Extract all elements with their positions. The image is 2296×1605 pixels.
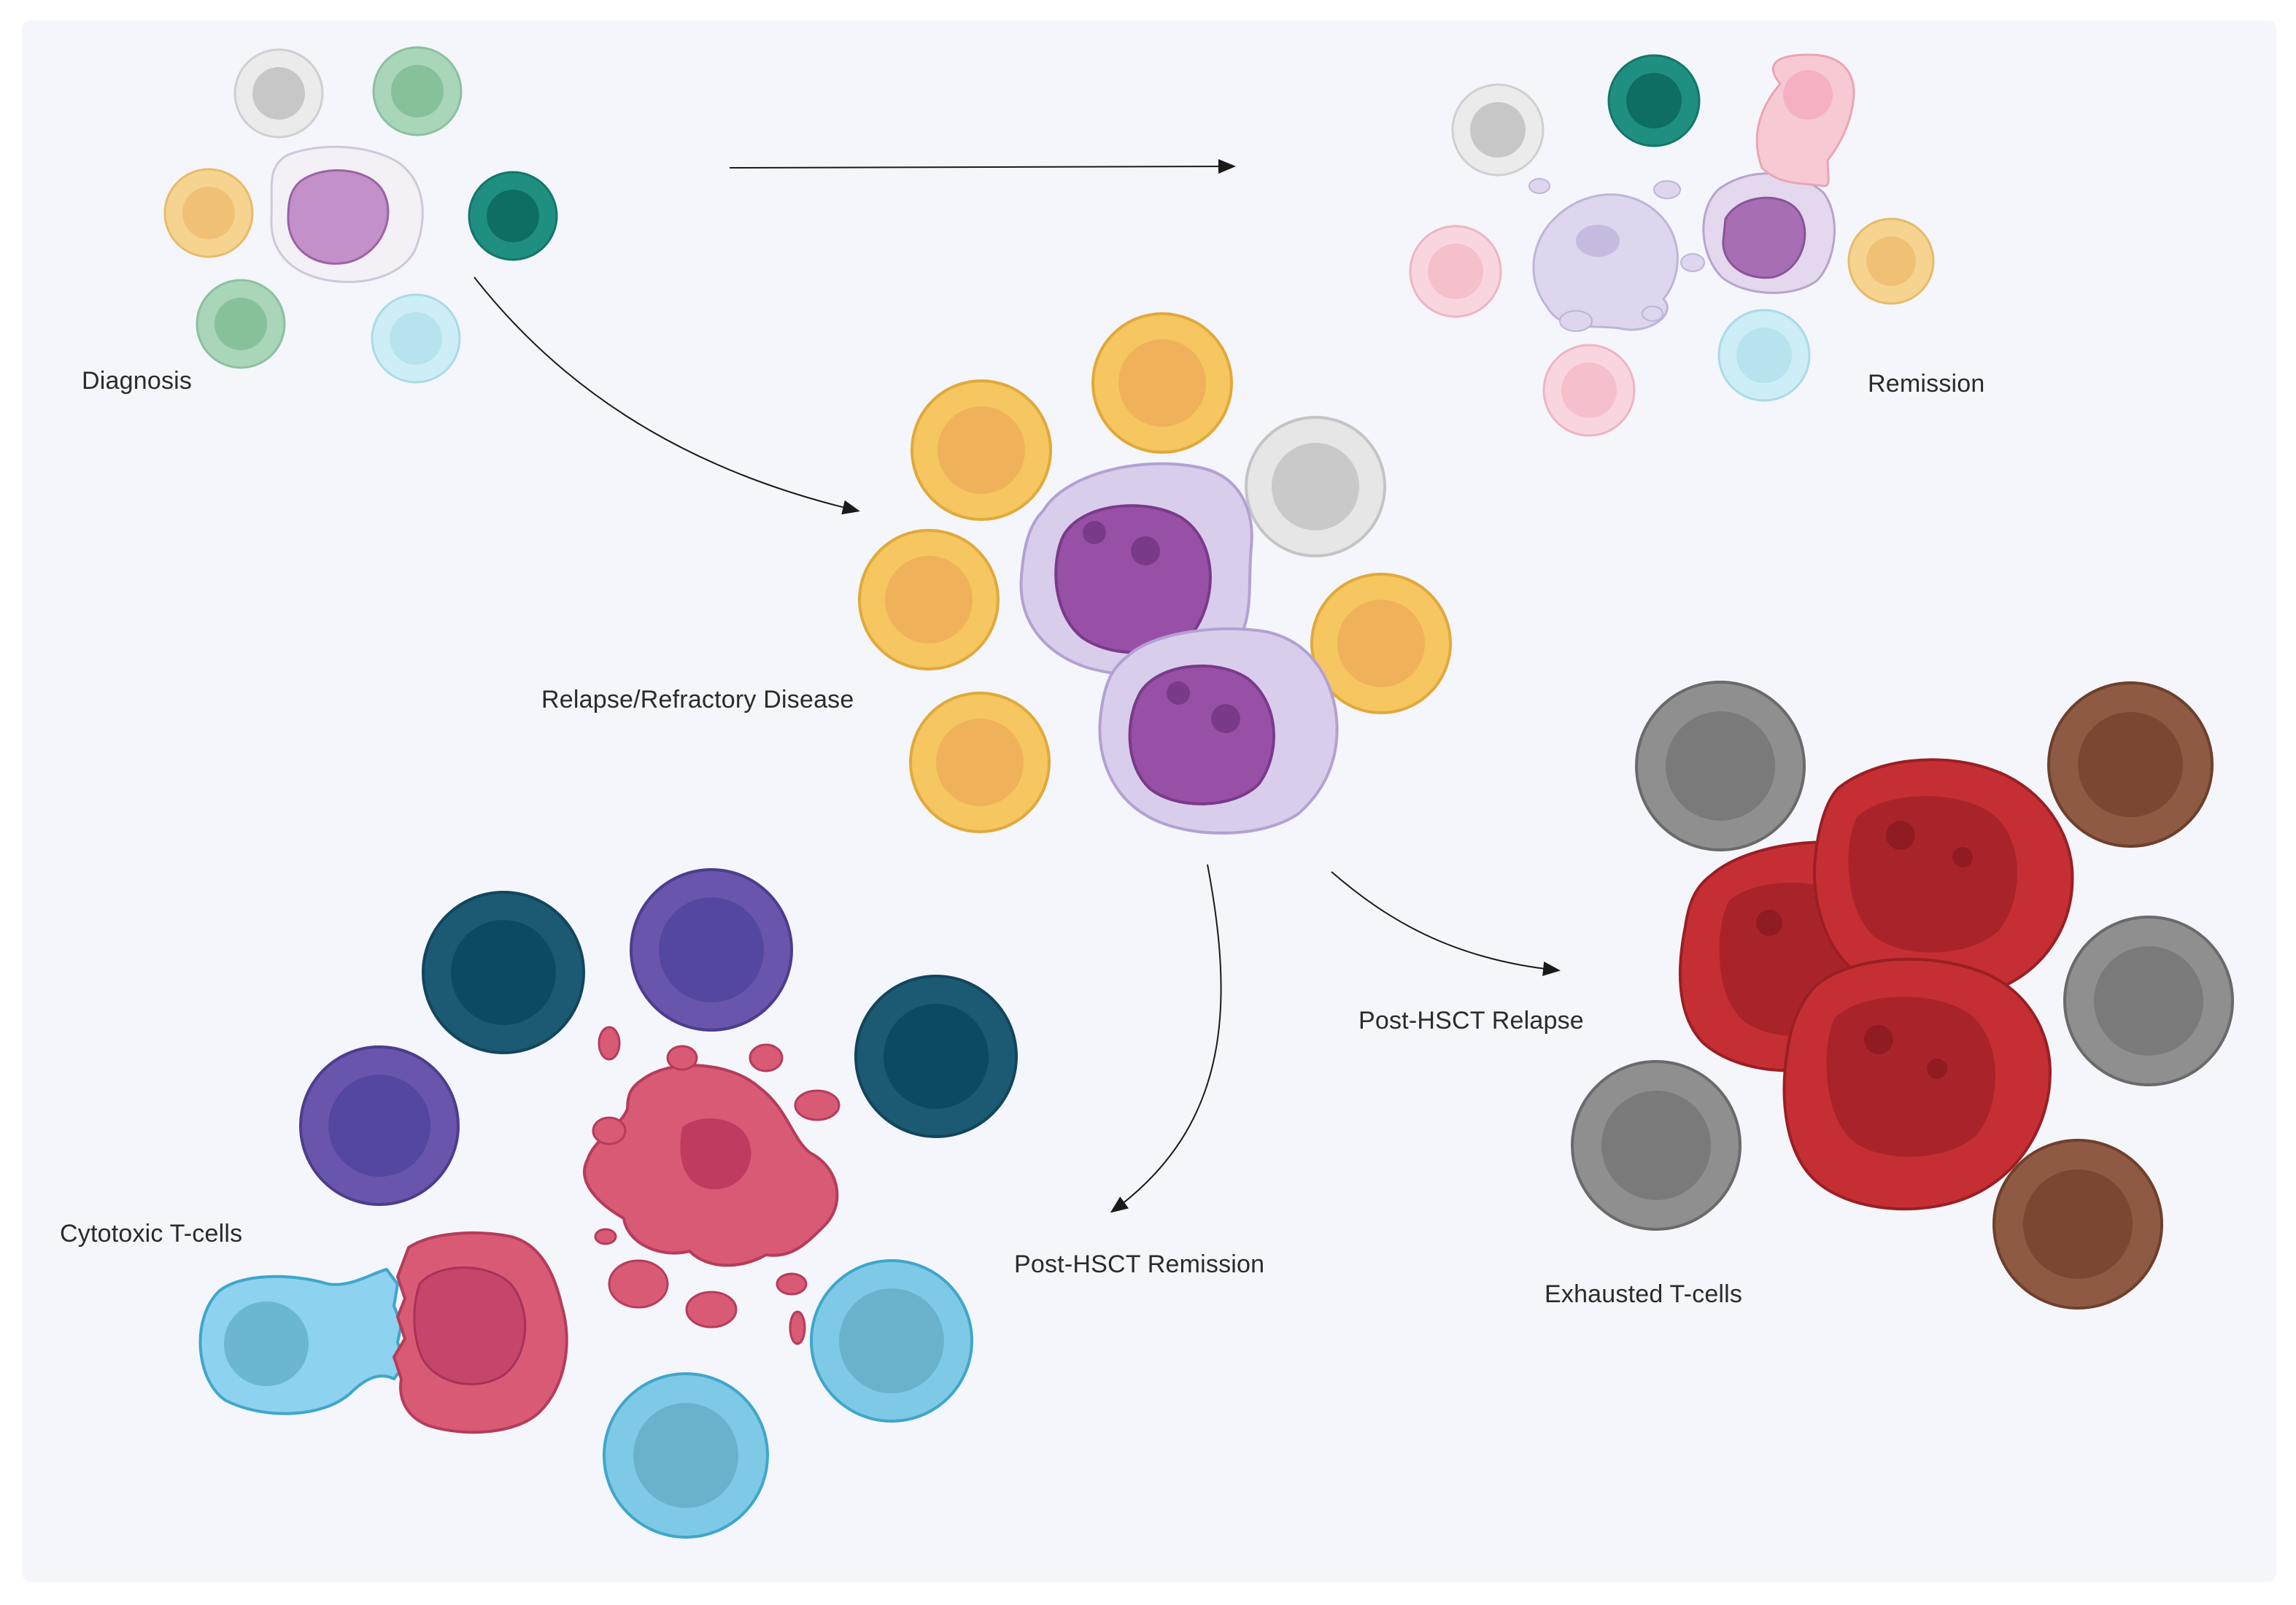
remission-blast-cell [1702, 172, 1836, 294]
exhausted-blast-cell-2 [1813, 758, 2074, 999]
label-cytotoxic-tcells: Cytotoxic T-cells [60, 1220, 243, 1248]
exhausted-cluster [1571, 681, 2234, 1310]
diagnosis-normal-cell-lightblue [371, 293, 461, 384]
diagnosis-normal-cell-yellow [163, 168, 254, 258]
exhausted-tcell-brown-2 [1992, 1139, 2163, 1310]
diagnosis-blast-cell [270, 145, 424, 284]
arrow-diagnosis-to-relapse [473, 276, 860, 515]
cytotoxic-tcell-attacking [198, 1267, 407, 1415]
remission-normal-cell-lightblue [1717, 309, 1811, 402]
diagnosis-normal-cell-green [372, 46, 463, 136]
relapse-normal-cell-yellow-3 [858, 529, 1000, 670]
label-remission: Remission [1868, 370, 1985, 398]
label-relapse-refractory: Relapse/Refractory Disease [541, 686, 854, 713]
exhausted-blast-cell-3 [1782, 957, 2052, 1211]
cytotoxic-tcell-darkteal-1 [422, 891, 585, 1054]
relapse-normal-cell-yellow-2 [1091, 312, 1233, 454]
diagnosis-normal-cell-teal [468, 171, 558, 261]
relapse-normal-cell-gray [1245, 416, 1386, 557]
cytotoxic-tcell-purple-1 [630, 868, 793, 1032]
arrow-relapse-to-post-hsct-relapse [1331, 871, 1561, 976]
cytotoxic-tcell-lightblue-1 [810, 1259, 973, 1423]
arrow-relapse-to-post-hsct-remission [1110, 864, 1222, 1213]
label-exhausted-tcells: Exhausted T-cells [1545, 1280, 1743, 1308]
diagnosis-normal-cell-green-2 [196, 279, 286, 369]
arrows [473, 159, 1561, 1213]
exhausted-tcell-gray-1 [1635, 681, 1806, 851]
exhausted-tcell-brown-1 [2047, 681, 2214, 848]
cytotoxic-apoptotic-blast [583, 1026, 840, 1345]
relapse-blast-cell-1 [1019, 462, 1253, 678]
remission-tcell-pink [1755, 53, 1855, 187]
label-diagnosis: Diagnosis [82, 367, 193, 395]
remission-fragmented-blast [1528, 178, 1705, 332]
cytotoxic-cluster [198, 868, 1018, 1539]
remission-cluster [1409, 53, 1935, 437]
remission-normal-cell-pink [1409, 225, 1502, 318]
diagnosis-normal-cell-gray [233, 48, 324, 139]
relapse-normal-cell-yellow-5 [909, 692, 1051, 833]
arrow-diagnosis-to-remission [729, 159, 1236, 174]
cytotoxic-tcell-lightblue-2 [603, 1372, 769, 1539]
exhausted-tcell-gray-2 [2063, 916, 2234, 1086]
cytotoxic-tcell-purple-2 [299, 1045, 460, 1206]
remission-normal-cell-teal [1607, 54, 1701, 147]
relapse-cluster [858, 312, 1452, 835]
remission-normal-cell-yellow [1847, 217, 1935, 305]
relapse-normal-cell-yellow-4 [1310, 573, 1452, 714]
label-post-hsct-remission: Post-HSCT Remission [1014, 1250, 1265, 1278]
label-post-hsct-relapse: Post-HSCT Relapse [1358, 1007, 1584, 1034]
relapse-normal-cell-yellow-1 [911, 379, 1052, 521]
diagnosis-cluster [163, 46, 558, 384]
remission-normal-cell-pink-2 [1542, 344, 1636, 437]
remission-normal-cell-gray [1451, 83, 1545, 177]
relapse-blast-cell-2 [1098, 627, 1339, 835]
cytotoxic-tcell-darkteal-2 [854, 975, 1018, 1138]
exhausted-tcell-gray-3 [1571, 1060, 1742, 1231]
cytotoxic-blast-cell-pink [392, 1231, 568, 1434]
